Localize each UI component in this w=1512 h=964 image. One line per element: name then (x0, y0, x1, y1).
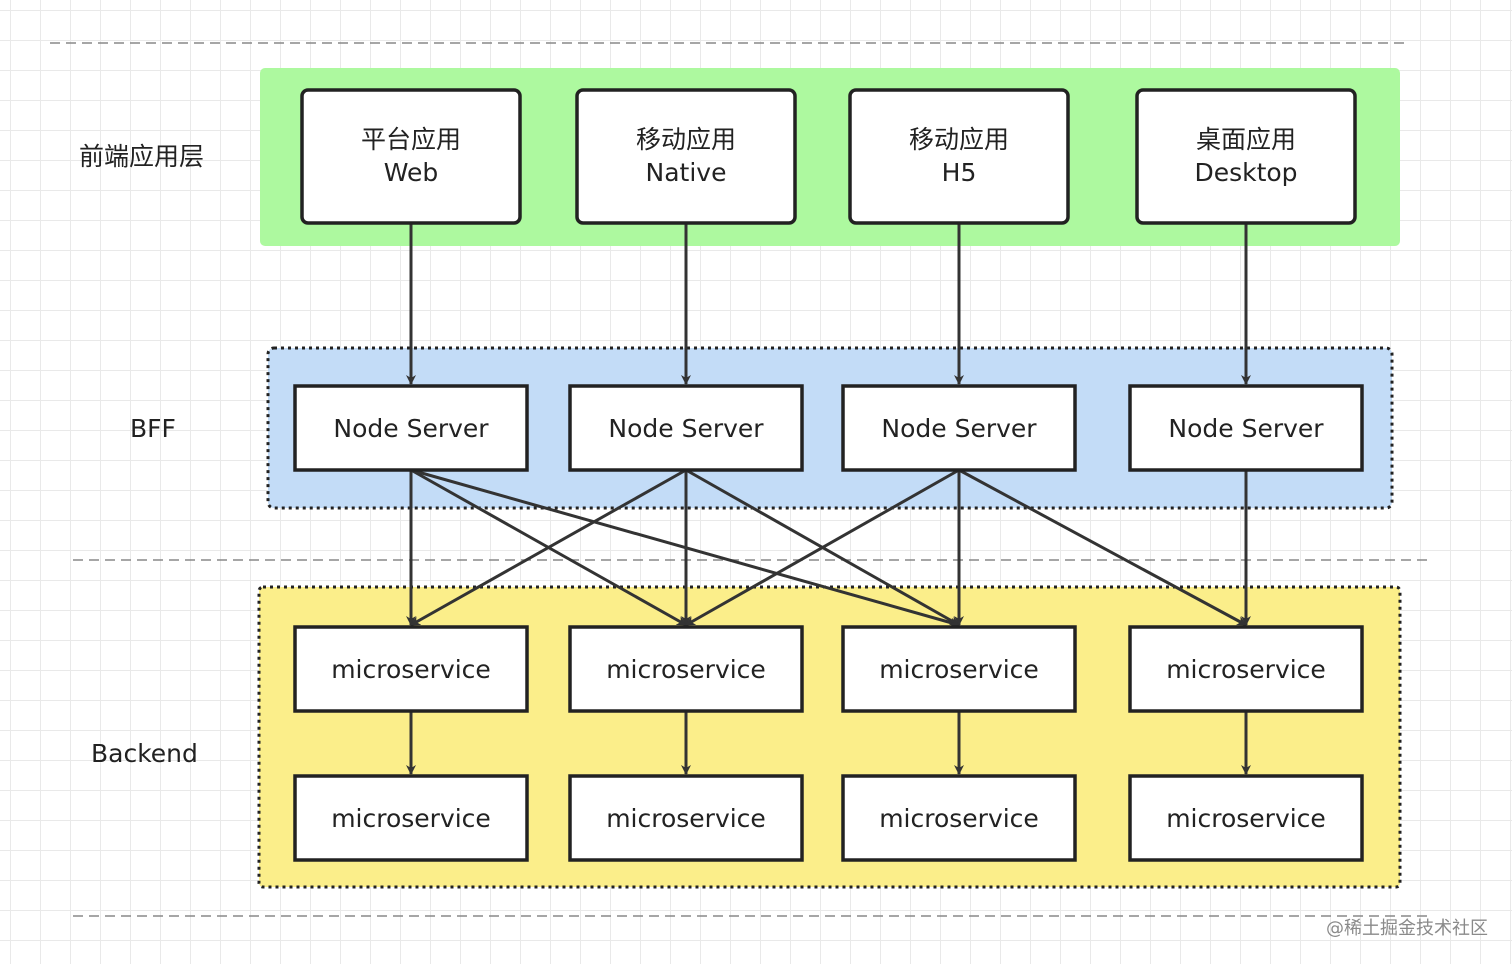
frontend-app-title: 移动应用 (909, 125, 1009, 154)
connector-arrows (406, 223, 1251, 775)
frontend-app-subtitle: H5 (942, 158, 977, 187)
microservice-box[interactable]: microservice (1128, 774, 1364, 862)
node-server-label: Node Server (881, 414, 1037, 443)
microservice-label: microservice (606, 655, 766, 684)
arrow-bff-to-microservice (958, 468, 1247, 627)
microservice-box[interactable]: microservice (1128, 625, 1364, 713)
frontend-app-subtitle: Desktop (1194, 158, 1297, 187)
microservice-box[interactable]: microservice (293, 774, 529, 862)
bff-node-server-box[interactable]: Node Server (1128, 384, 1364, 472)
node-server-label: Node Server (1168, 414, 1324, 443)
layer-label-bff: BFF (130, 414, 176, 443)
frontend-app-subtitle: Web (384, 158, 439, 187)
node-server-label: Node Server (608, 414, 764, 443)
frontend-app-box[interactable]: 移动应用 Native (575, 88, 797, 225)
microservice-label: microservice (879, 655, 1039, 684)
microservice-label: microservice (331, 655, 491, 684)
microservice-label: microservice (1166, 804, 1326, 833)
bff-node-server-box[interactable]: Node Server (293, 384, 529, 472)
layer-label-backend: Backend (91, 739, 198, 768)
microservice-box[interactable]: microservice (568, 625, 804, 713)
node-server-label: Node Server (333, 414, 489, 443)
microservice-box[interactable]: microservice (841, 625, 1077, 713)
bff-layer-container (266, 346, 1394, 510)
frontend-layer-container (260, 68, 1400, 246)
bff-node-server-box[interactable]: Node Server (841, 384, 1077, 472)
microservice-box[interactable]: microservice (568, 774, 804, 862)
frontend-app-title: 桌面应用 (1196, 125, 1296, 154)
layer-label-frontend: 前端应用层 (79, 142, 204, 171)
arrow-bff-to-microservice (685, 468, 960, 627)
bff-node-server-box[interactable]: Node Server (568, 384, 804, 472)
microservice-label: microservice (879, 804, 1039, 833)
watermark-text: @稀土掘金技术社区 (1326, 918, 1488, 939)
frontend-app-box[interactable]: 桌面应用 Desktop (1135, 88, 1357, 225)
microservice-label: microservice (606, 804, 766, 833)
microservice-label: microservice (1166, 655, 1326, 684)
microservice-box[interactable]: microservice (841, 774, 1077, 862)
microservice-box[interactable]: microservice (293, 625, 529, 713)
backend-layer-container (257, 585, 1402, 889)
frontend-app-subtitle: Native (646, 158, 727, 187)
microservice-label: microservice (331, 804, 491, 833)
frontend-app-box[interactable]: 移动应用 H5 (848, 88, 1070, 225)
frontend-app-title: 平台应用 (361, 125, 461, 154)
frontend-app-title: 移动应用 (636, 125, 736, 154)
frontend-app-box[interactable]: 平台应用 Web (300, 88, 522, 225)
arrow-bff-to-microservice (410, 468, 687, 627)
